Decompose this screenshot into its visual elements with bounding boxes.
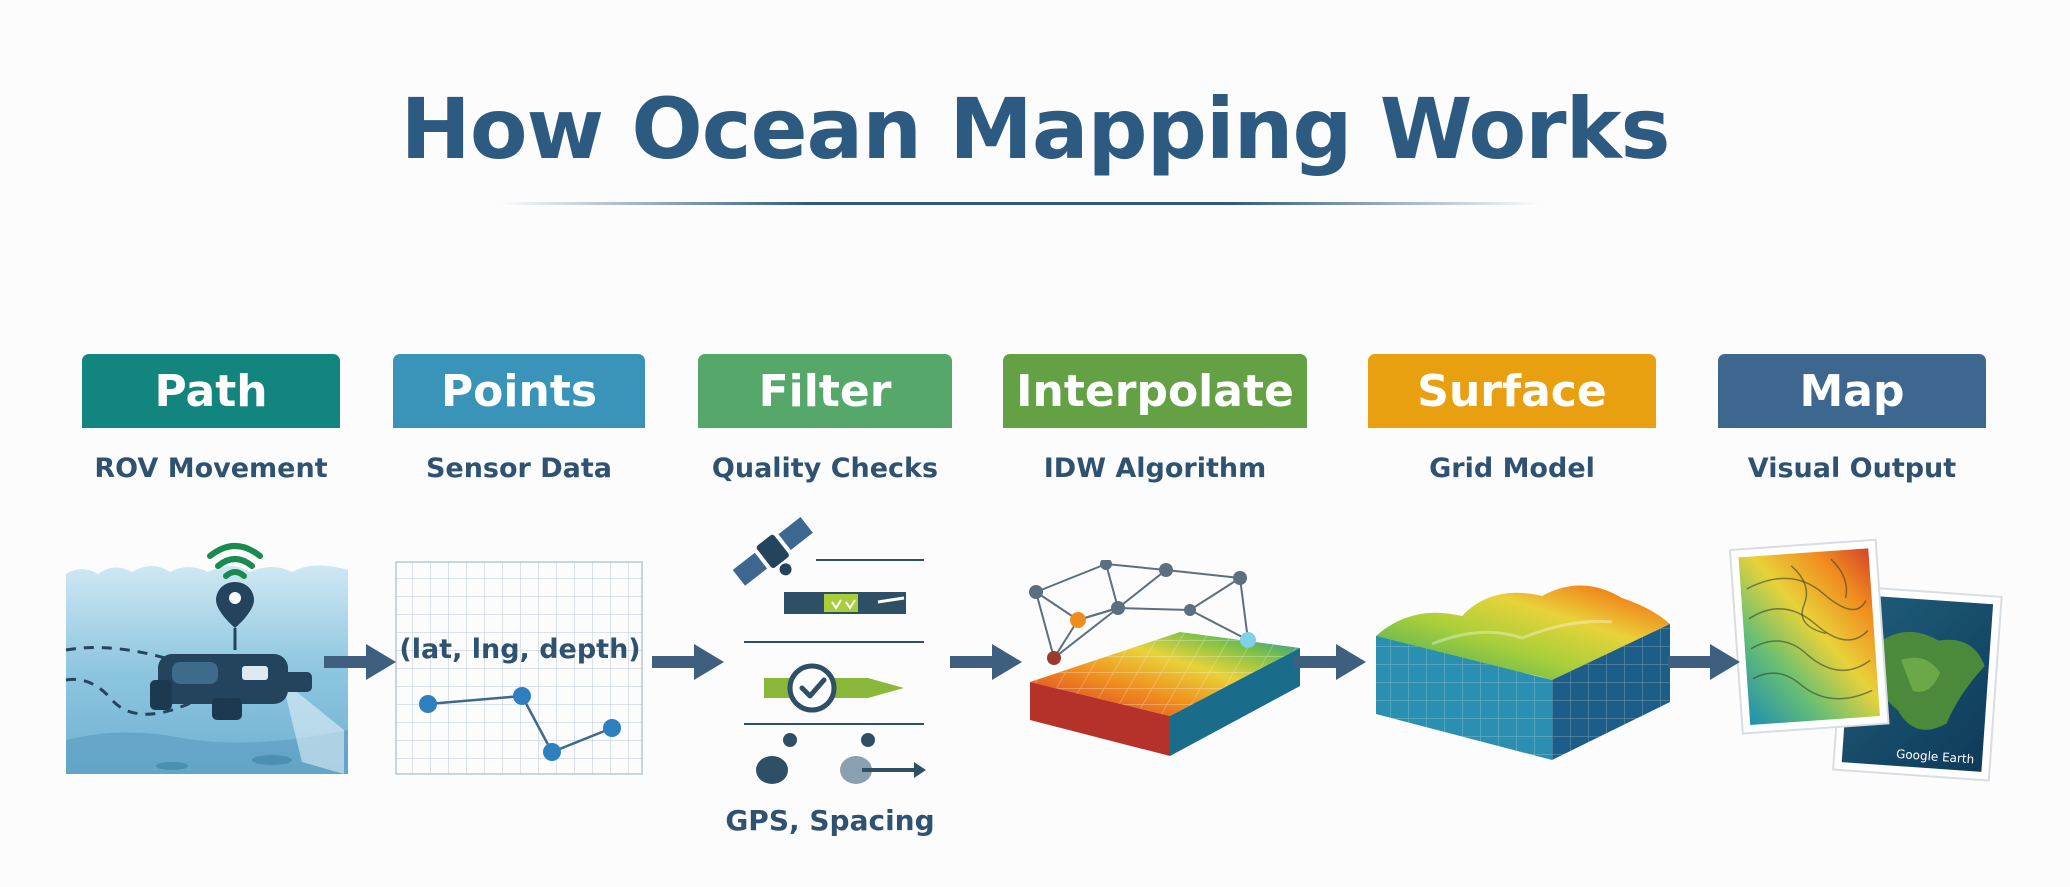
step-header-filter: Filter	[698, 354, 952, 428]
step-subtitle-points: Sensor Data	[425, 452, 613, 484]
step-header-points: Points	[393, 354, 645, 428]
grid-model-surface-illustration	[1376, 585, 1670, 760]
page-title: How Ocean Mapping Works	[400, 80, 1671, 178]
rov-underwater-illustration	[65, 543, 348, 774]
rov-icon	[150, 654, 312, 720]
arrow-right-icon	[862, 762, 926, 778]
step-subtitle-interpolate: IDW Algorithm	[1043, 452, 1267, 484]
wifi-signal-icon	[207, 543, 263, 579]
flow-arrow-2	[652, 644, 724, 680]
step-subtitle-map: Visual Output	[1747, 452, 1957, 484]
flow-arrow-4	[1294, 644, 1366, 680]
checkmark-icon	[799, 677, 827, 699]
title-divider	[500, 202, 1540, 205]
step-subtitle-path: ROV Movement	[94, 452, 328, 484]
idw-interpolation-illustration	[1029, 560, 1300, 756]
flow-arrow-1	[324, 644, 396, 680]
quality-checks-illustration	[732, 517, 926, 784]
location-pin-icon	[216, 582, 254, 628]
step-header-map: Map	[1718, 354, 1986, 428]
step-header-interpolate: Interpolate	[1003, 354, 1307, 428]
step-header-surface: Surface	[1368, 354, 1656, 428]
filter-caption: GPS, Spacing	[725, 803, 935, 837]
step-subtitle-surface: Grid Model	[1429, 452, 1595, 484]
flow-arrow-3	[950, 644, 1022, 680]
visual-output-maps-illustration: Google Earth	[1728, 538, 2003, 782]
step-subtitle-filter: Quality Checks	[711, 452, 939, 484]
flow-arrow-5	[1668, 644, 1740, 680]
sensor-data-grid-illustration: (lat, lng, depth)	[395, 561, 643, 775]
points-coordinate-label: (lat, lng, depth)	[399, 634, 640, 665]
map-watermark: Google Earth	[1896, 747, 1975, 766]
satellite-icon	[732, 517, 813, 586]
step-header-path: Path	[82, 354, 340, 428]
